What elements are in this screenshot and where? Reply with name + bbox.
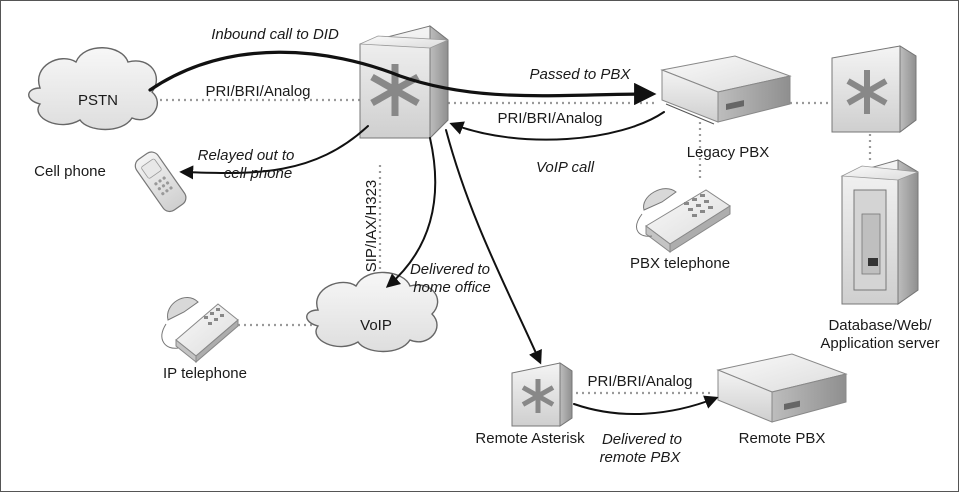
remote-asterisk-icon [511, 362, 573, 427]
inbound-call-arrow [148, 50, 657, 106]
relayed-cell-arrow [179, 125, 369, 180]
remote-asterisk-arrow [445, 129, 542, 365]
flow-label-relayed-2: cell phone [224, 165, 292, 182]
flow-label-remote-1: Delivered to [602, 431, 682, 448]
link-label-remote: PRI/BRI/Analog [587, 373, 692, 390]
remote-asterisk-label: Remote Asterisk [475, 430, 585, 447]
link-label-pstn-asterisk: PRI/BRI/Analog [205, 83, 310, 100]
pbx-telephone-icon [636, 188, 731, 253]
cell-phone-label: Cell phone [34, 163, 106, 180]
ip-telephone-label: IP telephone [163, 365, 247, 382]
legacy-pbx-label: Legacy PBX [687, 144, 770, 161]
asterisk-server-icon [359, 24, 449, 140]
flow-label-home-2: home office [413, 279, 491, 296]
cell-phone-icon [134, 151, 187, 213]
server-label-line1: Database/Web/ [828, 317, 932, 334]
link-label-asterisk-pbx: PRI/BRI/Analog [497, 110, 602, 127]
asterisk-appliance-icon [831, 45, 917, 133]
connection-lines [148, 98, 872, 395]
flow-label-passed: Passed to PBX [530, 66, 632, 83]
pbx-telephone-label: PBX telephone [630, 255, 730, 272]
remote-pbx-icon [716, 353, 848, 423]
server-label-line2: Application server [820, 335, 939, 352]
home-office-arrow [385, 137, 437, 288]
flow-label-voip-call: VoIP call [536, 159, 595, 176]
link-label-asterisk-voip: SIP/IAX/H323 [363, 180, 380, 273]
flow-label-inbound: Inbound call to DID [211, 26, 339, 43]
remote-pbx-arrow [573, 395, 719, 415]
legacy-pbx-icon [660, 55, 792, 125]
flow-label-relayed-1: Relayed out to [198, 147, 295, 164]
voip-call-arrow [449, 111, 665, 141]
voip-cloud-icon [306, 271, 439, 353]
voip-label: VoIP [360, 317, 392, 334]
call-flow-arrows [148, 50, 719, 415]
pstn-cloud-icon [28, 47, 158, 131]
ip-telephone-icon [161, 297, 239, 364]
remote-pbx-label: Remote PBX [739, 430, 826, 447]
flow-label-remote-2: remote PBX [600, 449, 682, 466]
application-server-icon [840, 159, 919, 305]
flow-label-home-1: Delivered to [410, 261, 490, 278]
pstn-label: PSTN [78, 92, 118, 109]
